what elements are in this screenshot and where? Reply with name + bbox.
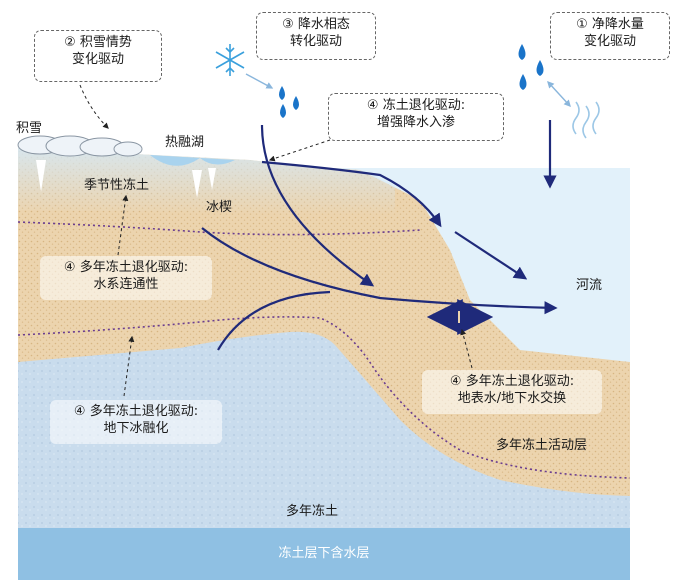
- label-river: 河流: [576, 278, 603, 293]
- label-active-layer: 多年冻土活动层: [496, 438, 588, 453]
- snow-cloud-icon: [17, 135, 143, 157]
- surface-flow-arrow: [261, 160, 442, 228]
- snowflake-icon: [215, 44, 245, 76]
- callout-line: ④ 多年冻土退化驱动:: [63, 260, 189, 275]
- phase-change-arrow: [245, 73, 274, 89]
- surface-flow-arrow: [454, 231, 528, 280]
- callout-precip-phase: ③ 降水相态 转化驱动: [256, 12, 376, 60]
- frozen-surface-tint: [18, 148, 395, 215]
- label-aquifer: 冻土层下含水层: [278, 546, 370, 561]
- callout-line: ② 积雪情势: [64, 35, 132, 50]
- evaporation-icon: [572, 101, 600, 139]
- pointer-snow: [79, 84, 109, 129]
- note-ground-ice: ④ 多年冻土退化驱动: 地下冰融化: [50, 400, 222, 444]
- label-thermokarst-lake: 热融湖: [165, 135, 205, 150]
- label-snow: 积雪: [16, 121, 43, 136]
- callout-line: ④ 冻土退化驱动:: [366, 98, 466, 113]
- evaporation-exchange-arrow: [547, 80, 571, 108]
- callout-net-precipitation: ① 净降水量 变化驱动: [550, 12, 670, 60]
- infiltration-arrow: [260, 124, 375, 287]
- thermokarst-lake: [150, 155, 235, 166]
- raindrop-icon: [518, 44, 544, 90]
- ice-wedge: [36, 160, 46, 192]
- callout-line: ④ 多年冻土退化驱动:: [449, 374, 575, 389]
- pointer-infiltration: [268, 139, 331, 162]
- groundice-flow-arrow: [217, 290, 331, 351]
- callout-line: 增强降水入渗: [376, 115, 455, 130]
- suprapermafrost-flow-arrow: [201, 227, 558, 315]
- callout-snow-regime: ② 积雪情势 变化驱动: [34, 30, 162, 82]
- label-ice-wedge: 冰楔: [206, 200, 233, 215]
- callout-line: 地下冰融化: [103, 421, 169, 436]
- permafrost-table-boundary: [17, 316, 631, 479]
- sub-permafrost-aquifer: [18, 528, 630, 580]
- callout-infiltration: ④ 冻土退化驱动: 增强降水入渗: [328, 93, 504, 141]
- pointer-seasonal: [117, 194, 129, 256]
- note-connectivity: ④ 多年冻土退化驱动: 水系连通性: [40, 256, 212, 300]
- callout-line: 变化驱动: [71, 52, 124, 67]
- pointer-groundice: [123, 335, 135, 397]
- raindrop-icon: [279, 86, 299, 118]
- pointer-exchange: [460, 328, 473, 369]
- callout-line: ③ 降水相态: [282, 17, 350, 32]
- callout-line: 变化驱动: [583, 34, 636, 49]
- label-permafrost: 多年冻土: [286, 504, 339, 519]
- callout-line: 水系连通性: [93, 277, 159, 292]
- label-seasonal-frozen-ground: 季节性冻土: [84, 178, 150, 193]
- callout-line: 地表水/地下水交换: [457, 391, 567, 406]
- ice-wedge: [192, 170, 202, 198]
- double-arrow-icon: [426, 299, 494, 335]
- permafrost-layer: [18, 331, 630, 530]
- callout-line: ① 净降水量: [576, 17, 644, 32]
- ice-wedge: [208, 168, 216, 190]
- note-sw-gw-exchange: ④ 多年冻土退化驱动: 地表水/地下水交换: [422, 370, 602, 414]
- callout-line: 转化驱动: [289, 34, 342, 49]
- callout-line: ④ 多年冻土退化驱动:: [73, 404, 199, 419]
